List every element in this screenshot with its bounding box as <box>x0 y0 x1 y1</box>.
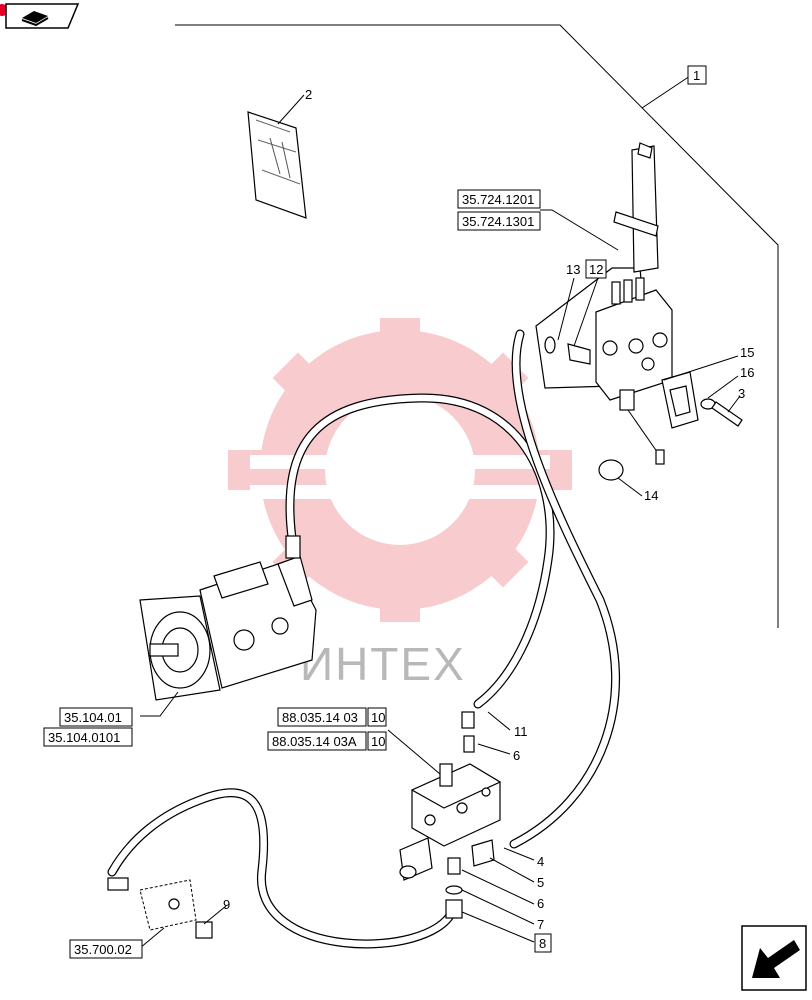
hose-pump-to-valve <box>285 393 555 709</box>
leader-14 <box>617 477 643 497</box>
svg-text:8: 8 <box>539 936 546 951</box>
svg-text:35.724.1201: 35.724.1201 <box>462 192 534 207</box>
leader-5 <box>489 857 535 883</box>
callout-6b: 6 <box>537 896 544 911</box>
clamp-ring <box>598 459 624 481</box>
svg-text:35.724.1301: 35.724.1301 <box>462 214 534 229</box>
mounting-bracket <box>107 877 213 939</box>
ref-box-kit-1[interactable]: 88.035.14 03 10 <box>277 707 387 727</box>
svg-text:12: 12 <box>589 262 603 277</box>
control-valve-assembly <box>535 142 673 465</box>
leader-15 <box>663 355 739 381</box>
leader-9 <box>203 905 227 925</box>
leader-13 <box>557 277 575 341</box>
callout-8: 8 <box>534 933 552 953</box>
callout-9: 9 <box>223 897 230 912</box>
leader-3 <box>727 395 741 413</box>
svg-text:35.104.0101: 35.104.0101 <box>48 730 120 745</box>
book-nav-icon[interactable] <box>0 3 80 29</box>
callout-4: 4 <box>537 854 544 869</box>
leader-4 <box>503 847 535 861</box>
leader-6a <box>477 743 511 755</box>
valve-fittings <box>544 336 591 365</box>
mounting-hardware <box>661 371 743 429</box>
callout-2: 2 <box>305 87 312 102</box>
ref-box-pump-2[interactable]: 35.104.0101 <box>43 727 133 747</box>
callout-15: 15 <box>740 345 754 360</box>
ref-box-valve-2[interactable]: 35.724.1301 <box>457 211 541 231</box>
svg-text:1: 1 <box>693 68 700 83</box>
svg-text:35.700.02: 35.700.02 <box>74 942 132 957</box>
ref-box-kit-2[interactable]: 88.035.14 03A 10 <box>267 731 387 751</box>
callout-6a: 6 <box>513 748 520 763</box>
leader-7 <box>461 889 535 925</box>
callout-3: 3 <box>738 386 745 401</box>
manual-document <box>247 111 307 219</box>
watermark-gear <box>228 318 572 622</box>
leader-valve-ref <box>540 209 619 251</box>
hydraulic-block <box>399 763 502 881</box>
callout-14: 14 <box>644 488 658 503</box>
svg-text:35.104.01: 35.104.01 <box>64 710 122 725</box>
callout-1: 1 <box>687 65 707 85</box>
block-fittings <box>445 711 495 919</box>
leader-bracket-ref <box>139 927 165 949</box>
callout-5: 5 <box>537 875 544 890</box>
hose-valve-return <box>509 329 621 849</box>
leader-kit-ref <box>387 729 441 775</box>
leader-2 <box>277 94 305 125</box>
callout-7: 7 <box>537 917 544 932</box>
callout-11: 11 <box>514 724 528 739</box>
callout-16: 16 <box>740 365 754 380</box>
callout-13: 13 <box>566 262 580 277</box>
svg-text:10: 10 <box>371 710 385 725</box>
callout-12: 12 <box>585 259 607 279</box>
svg-text:88.035.14 03A: 88.035.14 03A <box>272 734 357 749</box>
leader-16 <box>707 375 739 399</box>
ref-box-bracket[interactable]: 35.700.02 <box>69 939 143 959</box>
ref-box-valve-1[interactable]: 35.724.1201 <box>457 189 541 209</box>
leader-8 <box>461 911 535 943</box>
svg-text:88.035.14 03: 88.035.14 03 <box>282 710 358 725</box>
leader-12 <box>573 277 599 347</box>
leader-1 <box>641 75 691 109</box>
svg-text:10: 10 <box>371 734 385 749</box>
leader-pump-ref <box>140 691 179 717</box>
hydraulic-pump <box>139 535 317 701</box>
leader-11 <box>487 711 511 731</box>
ref-box-pump-1[interactable]: 35.104.01 <box>59 707 133 727</box>
hose-to-bracket <box>107 788 457 949</box>
watermark-text: ИНТЕХ <box>300 638 466 690</box>
assembly-outline-line <box>175 24 779 628</box>
leader-6b <box>461 869 535 905</box>
next-page-arrow-icon[interactable] <box>741 925 807 991</box>
